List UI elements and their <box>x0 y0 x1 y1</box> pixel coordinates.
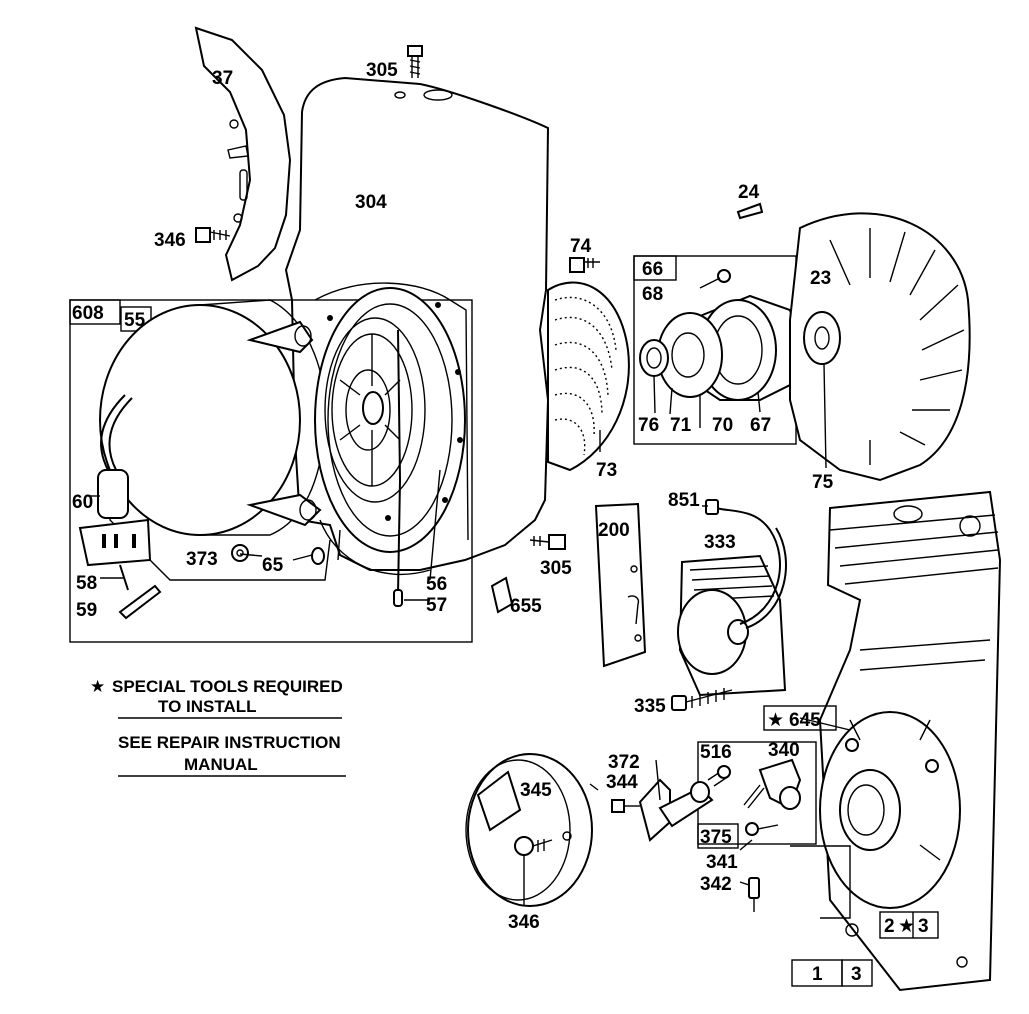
baffle-plate-illustration <box>194 26 292 282</box>
label-75: 75 <box>812 472 834 493</box>
label-341: 341 <box>706 852 738 873</box>
label-box-66 <box>633 255 677 281</box>
star-645: ★ <box>767 710 784 731</box>
label-65: 65 <box>262 555 284 576</box>
label-346-top: 346 <box>154 230 186 251</box>
engine-crankcase-illustration <box>790 490 1002 992</box>
label-372: 372 <box>608 752 640 773</box>
brake-assembly-illustration <box>611 741 817 912</box>
label-1: 1 <box>812 964 823 985</box>
label-73: 73 <box>596 460 617 481</box>
label-516: 516 <box>700 742 732 763</box>
label-305-top: 305 <box>366 60 398 81</box>
label-57: 57 <box>426 595 447 616</box>
label-375: 375 <box>700 827 732 848</box>
label-67: 67 <box>750 415 771 436</box>
label-23: 23 <box>810 268 831 289</box>
label-66: 66 <box>642 259 663 280</box>
label-608: 608 <box>72 303 104 324</box>
label-24: 24 <box>738 182 760 203</box>
note-special-tools: SPECIAL TOOLS REQUIRED <box>112 677 343 696</box>
flywheel-illustration <box>736 202 971 482</box>
label-340: 340 <box>768 740 800 761</box>
note-see-repair: SEE REPAIR INSTRUCTION <box>118 733 341 752</box>
label-851: 851 <box>668 490 700 511</box>
label-37: 37 <box>212 68 233 89</box>
screws-illustration <box>195 45 600 550</box>
note-manual: MANUAL <box>184 755 258 774</box>
note-star: ★ <box>90 677 105 696</box>
starter-rope-illustration <box>393 329 403 607</box>
ignition-armature-illustration <box>594 499 787 711</box>
label-655: 655 <box>510 596 542 617</box>
label-70: 70 <box>712 415 733 436</box>
rotating-screen-illustration <box>547 281 630 472</box>
spark-plug-wire-illustration <box>78 394 162 620</box>
label-55: 55 <box>124 310 146 331</box>
rewind-starter-illustration <box>99 299 327 536</box>
note-to-install: TO INSTALL <box>158 697 257 716</box>
leader-lines <box>88 277 851 886</box>
label-3-box: 3 <box>918 916 929 937</box>
label-344: 344 <box>606 772 638 793</box>
label-74: 74 <box>570 236 592 257</box>
star-2-3: ★ <box>898 916 915 937</box>
label-76: 76 <box>638 415 659 436</box>
clutch-assembly-illustration <box>639 269 802 401</box>
label-box-2-3 <box>879 911 939 939</box>
label-333: 333 <box>704 532 736 553</box>
label-box-608 <box>69 299 121 325</box>
label-59: 59 <box>76 600 97 621</box>
label-645: 645 <box>789 710 821 731</box>
label-box-645 <box>763 705 837 731</box>
label-346-bottom: 346 <box>508 912 540 933</box>
label-58: 58 <box>76 573 97 594</box>
label-305-right: 305 <box>540 558 572 579</box>
starter-pulley-illustration <box>314 287 466 553</box>
flywheel-cover-illustration <box>465 753 593 907</box>
label-box-3 <box>841 959 873 987</box>
label-342: 342 <box>700 874 732 895</box>
label-200: 200 <box>598 520 630 541</box>
label-373: 373 <box>186 549 218 570</box>
label-335: 335 <box>634 696 666 717</box>
label-56: 56 <box>426 574 447 595</box>
label-2: 2 <box>884 916 895 937</box>
small-hardware-illustration <box>231 544 325 565</box>
label-304: 304 <box>355 192 387 213</box>
label-3-bottom: 3 <box>851 964 862 985</box>
clip-illustration <box>490 576 514 614</box>
label-60: 60 <box>72 492 93 513</box>
label-345: 345 <box>520 780 552 801</box>
label-71: 71 <box>670 415 692 436</box>
label-68: 68 <box>642 284 663 305</box>
